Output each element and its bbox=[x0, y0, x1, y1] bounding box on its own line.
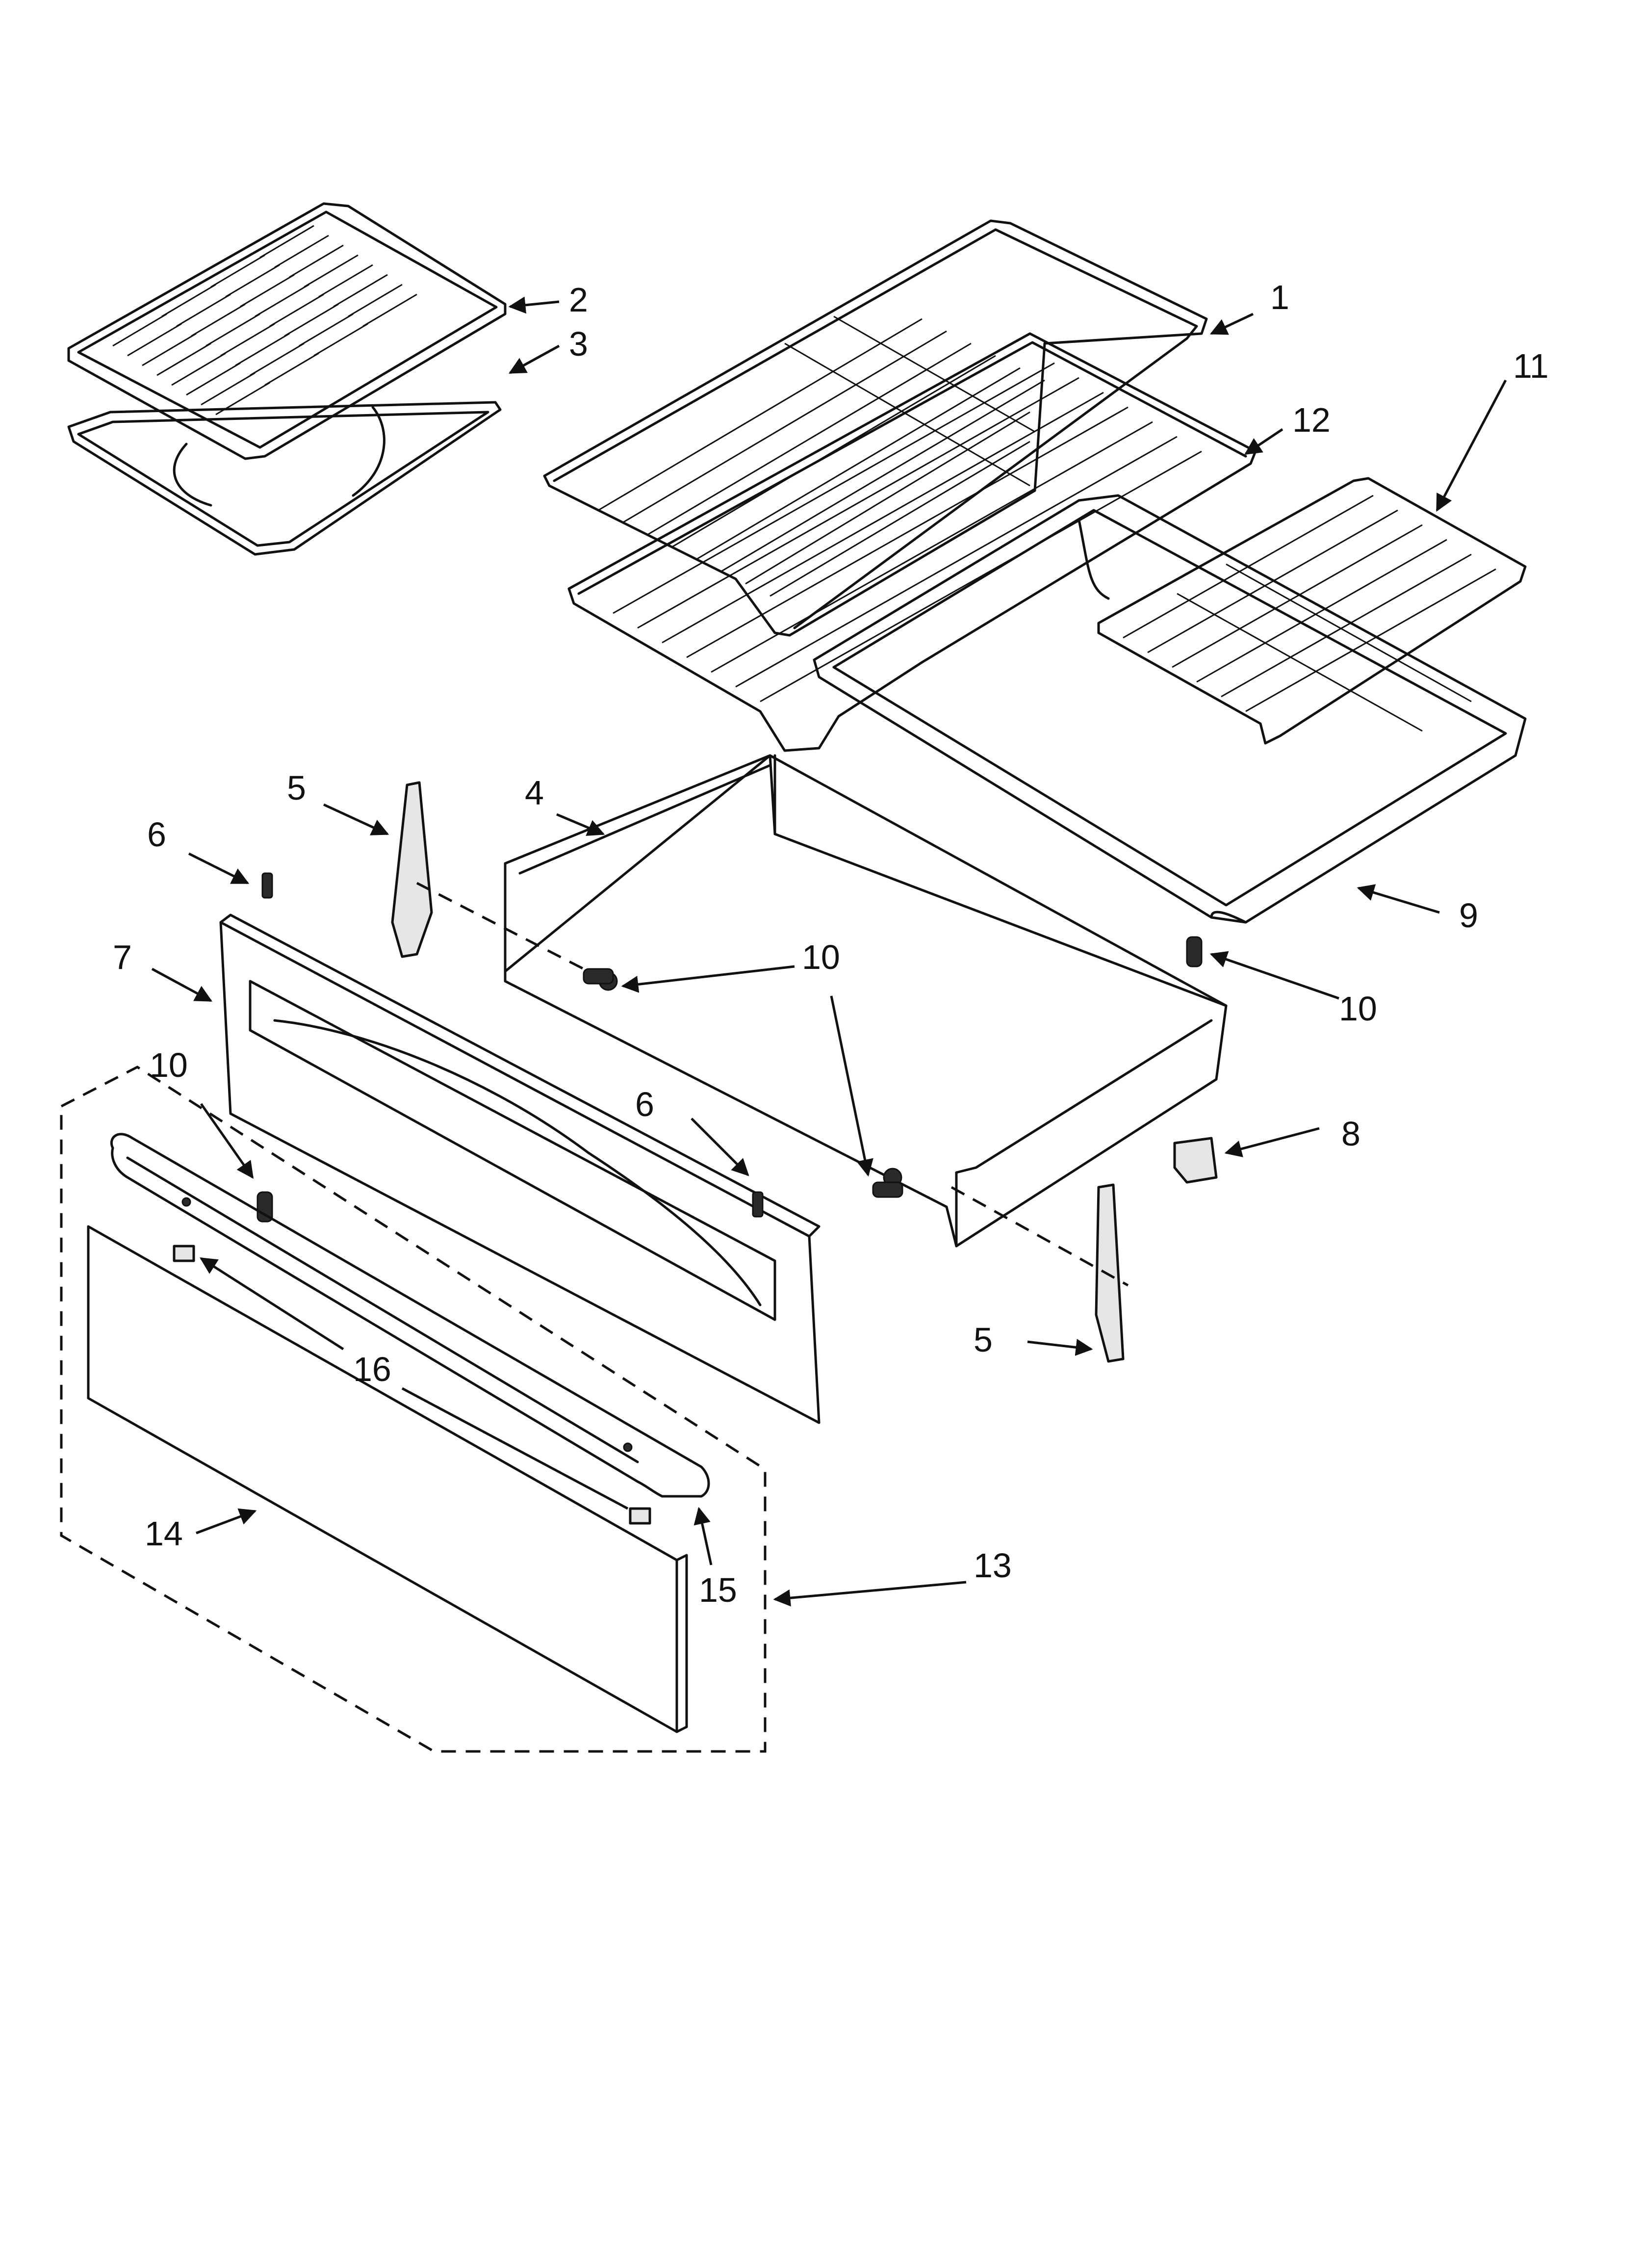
callout-12: 12 bbox=[1292, 401, 1331, 439]
pin-6-mid bbox=[752, 1191, 764, 1218]
callout-4: 4 bbox=[525, 774, 544, 812]
broiler-grid bbox=[67, 202, 507, 460]
callout-9: 9 bbox=[1459, 896, 1478, 935]
callout-15: 15 bbox=[699, 1571, 737, 1609]
drawer-trim bbox=[110, 1133, 710, 1498]
callout-2: 2 bbox=[569, 281, 588, 319]
drawer-front-panel bbox=[219, 913, 821, 1424]
drawer-outer-panel bbox=[87, 1225, 688, 1733]
callout-5-bottom: 5 bbox=[974, 1321, 993, 1359]
callout-10-top: 10 bbox=[802, 938, 840, 976]
callout-6-top: 6 bbox=[147, 815, 166, 854]
callout-10-right: 10 bbox=[1339, 990, 1377, 1028]
assembly-boundary bbox=[60, 1066, 767, 1753]
callout-1: 1 bbox=[1270, 278, 1289, 316]
clip-16-right bbox=[629, 1507, 651, 1525]
storage-pan bbox=[813, 494, 1527, 924]
callout-13: 13 bbox=[974, 1546, 1012, 1585]
screw-10-right bbox=[1186, 936, 1203, 967]
callout-11: 11 bbox=[1513, 347, 1549, 385]
callout-16: 16 bbox=[353, 1350, 391, 1388]
callout-7: 7 bbox=[113, 938, 132, 976]
screw-10-center bbox=[872, 1181, 903, 1198]
broiler-pan bbox=[67, 401, 502, 556]
screw-10-left bbox=[583, 968, 614, 985]
callout-14: 14 bbox=[145, 1514, 183, 1553]
pin-6-top bbox=[261, 872, 273, 899]
callout-5-top: 5 bbox=[287, 769, 306, 807]
drawer-body bbox=[504, 754, 1228, 1248]
callout-6-mid: 6 bbox=[635, 1085, 654, 1123]
callout-10-left: 10 bbox=[150, 1046, 188, 1084]
oven-rack bbox=[543, 219, 1208, 637]
callout-8: 8 bbox=[1341, 1115, 1360, 1153]
drawer-slide-left bbox=[391, 781, 433, 958]
screw-10-front bbox=[257, 1191, 273, 1223]
clip-8 bbox=[1173, 1137, 1218, 1184]
oven-rack-lower bbox=[567, 332, 1257, 752]
clip-16-left bbox=[173, 1245, 195, 1262]
half-rack bbox=[1097, 477, 1527, 745]
callout-3: 3 bbox=[569, 325, 588, 363]
drawer-slide-right bbox=[1095, 1183, 1125, 1363]
